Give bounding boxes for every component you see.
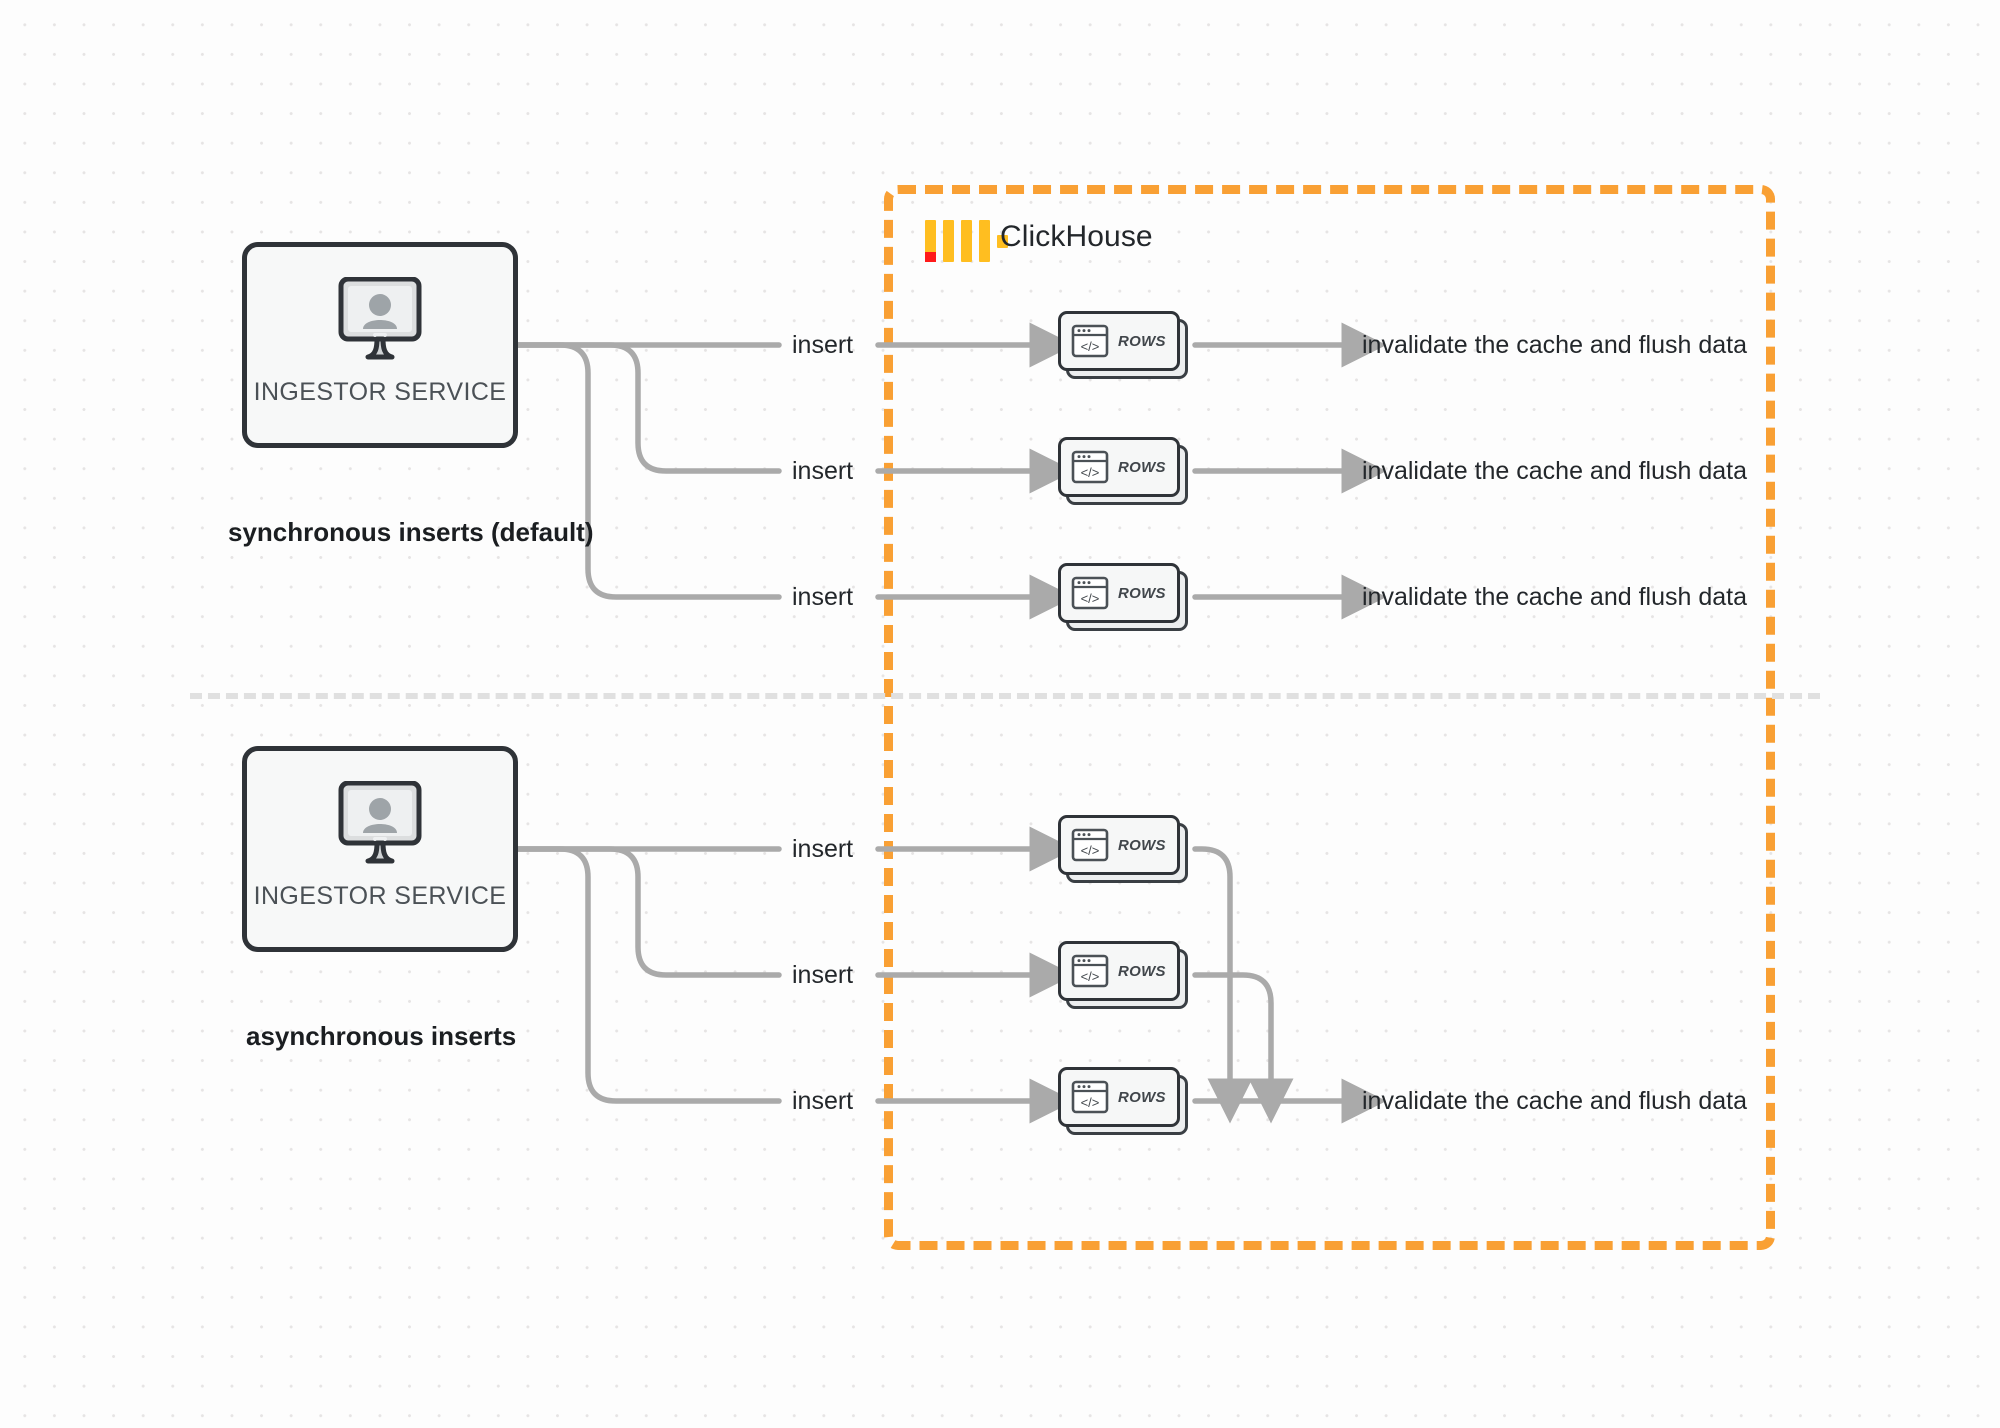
section-divider	[190, 693, 1820, 699]
code-window-icon: </>	[1071, 450, 1109, 484]
insert-label-async-2: insert	[792, 961, 854, 989]
rows-node-label: ROWS	[1118, 836, 1166, 854]
rows-node-sync-1[interactable]: </> ROWS	[1058, 311, 1188, 379]
code-window-icon: </>	[1071, 954, 1109, 988]
clickhouse-title: ClickHouse	[1000, 220, 1153, 253]
ingestor-service-synchronous[interactable]: INGESTOR SERVICE	[242, 242, 518, 448]
flush-label-async-merged: invalidate the cache and flush data	[1362, 1087, 1747, 1115]
clickhouse-boundary	[884, 185, 1775, 1250]
rows-node-label: ROWS	[1118, 962, 1166, 980]
caption-asynchronous: asynchronous inserts	[246, 1021, 517, 1051]
rows-node-label: ROWS	[1118, 458, 1166, 476]
code-window-icon: </>	[1071, 324, 1109, 358]
rows-node-sync-2[interactable]: </> ROWS	[1058, 437, 1188, 505]
svg-text:</>: </>	[1081, 591, 1100, 606]
svg-text:</>: </>	[1081, 339, 1100, 354]
code-window-icon: </>	[1071, 576, 1109, 610]
flush-label-sync-3: invalidate the cache and flush data	[1362, 583, 1747, 611]
insert-label-sync-2: insert	[792, 457, 854, 485]
insert-label-async-3: insert	[792, 1087, 854, 1115]
svg-text:</>: </>	[1081, 843, 1100, 858]
rows-node-async-3[interactable]: </> ROWS	[1058, 1067, 1188, 1135]
ingestor-service-asynchronous[interactable]: INGESTOR SERVICE	[242, 746, 518, 952]
svg-text:</>: </>	[1081, 969, 1100, 984]
caption-synchronous: synchronous inserts (default)	[228, 517, 594, 547]
ingestor-service-label: INGESTOR SERVICE	[253, 378, 507, 406]
ingestor-service-label: INGESTOR SERVICE	[253, 882, 507, 910]
svg-text:</>: </>	[1081, 465, 1100, 480]
monitor-user-icon	[338, 277, 422, 360]
rows-node-async-2[interactable]: </> ROWS	[1058, 941, 1188, 1009]
clickhouse-logo-icon	[925, 220, 1008, 262]
code-window-icon: </>	[1071, 1080, 1109, 1114]
insert-label-sync-3: insert	[792, 583, 854, 611]
code-window-icon: </>	[1071, 828, 1109, 862]
insert-label-async-1: insert	[792, 835, 854, 863]
rows-node-async-1[interactable]: </> ROWS	[1058, 815, 1188, 883]
rows-node-label: ROWS	[1118, 332, 1166, 350]
rows-node-label: ROWS	[1118, 1088, 1166, 1106]
rows-node-sync-3[interactable]: </> ROWS	[1058, 563, 1188, 631]
svg-text:</>: </>	[1081, 1095, 1100, 1110]
rows-node-label: ROWS	[1118, 584, 1166, 602]
monitor-user-icon	[338, 781, 422, 864]
insert-label-sync-1: insert	[792, 331, 854, 359]
flush-label-sync-1: invalidate the cache and flush data	[1362, 331, 1747, 359]
flush-label-sync-2: invalidate the cache and flush data	[1362, 457, 1747, 485]
